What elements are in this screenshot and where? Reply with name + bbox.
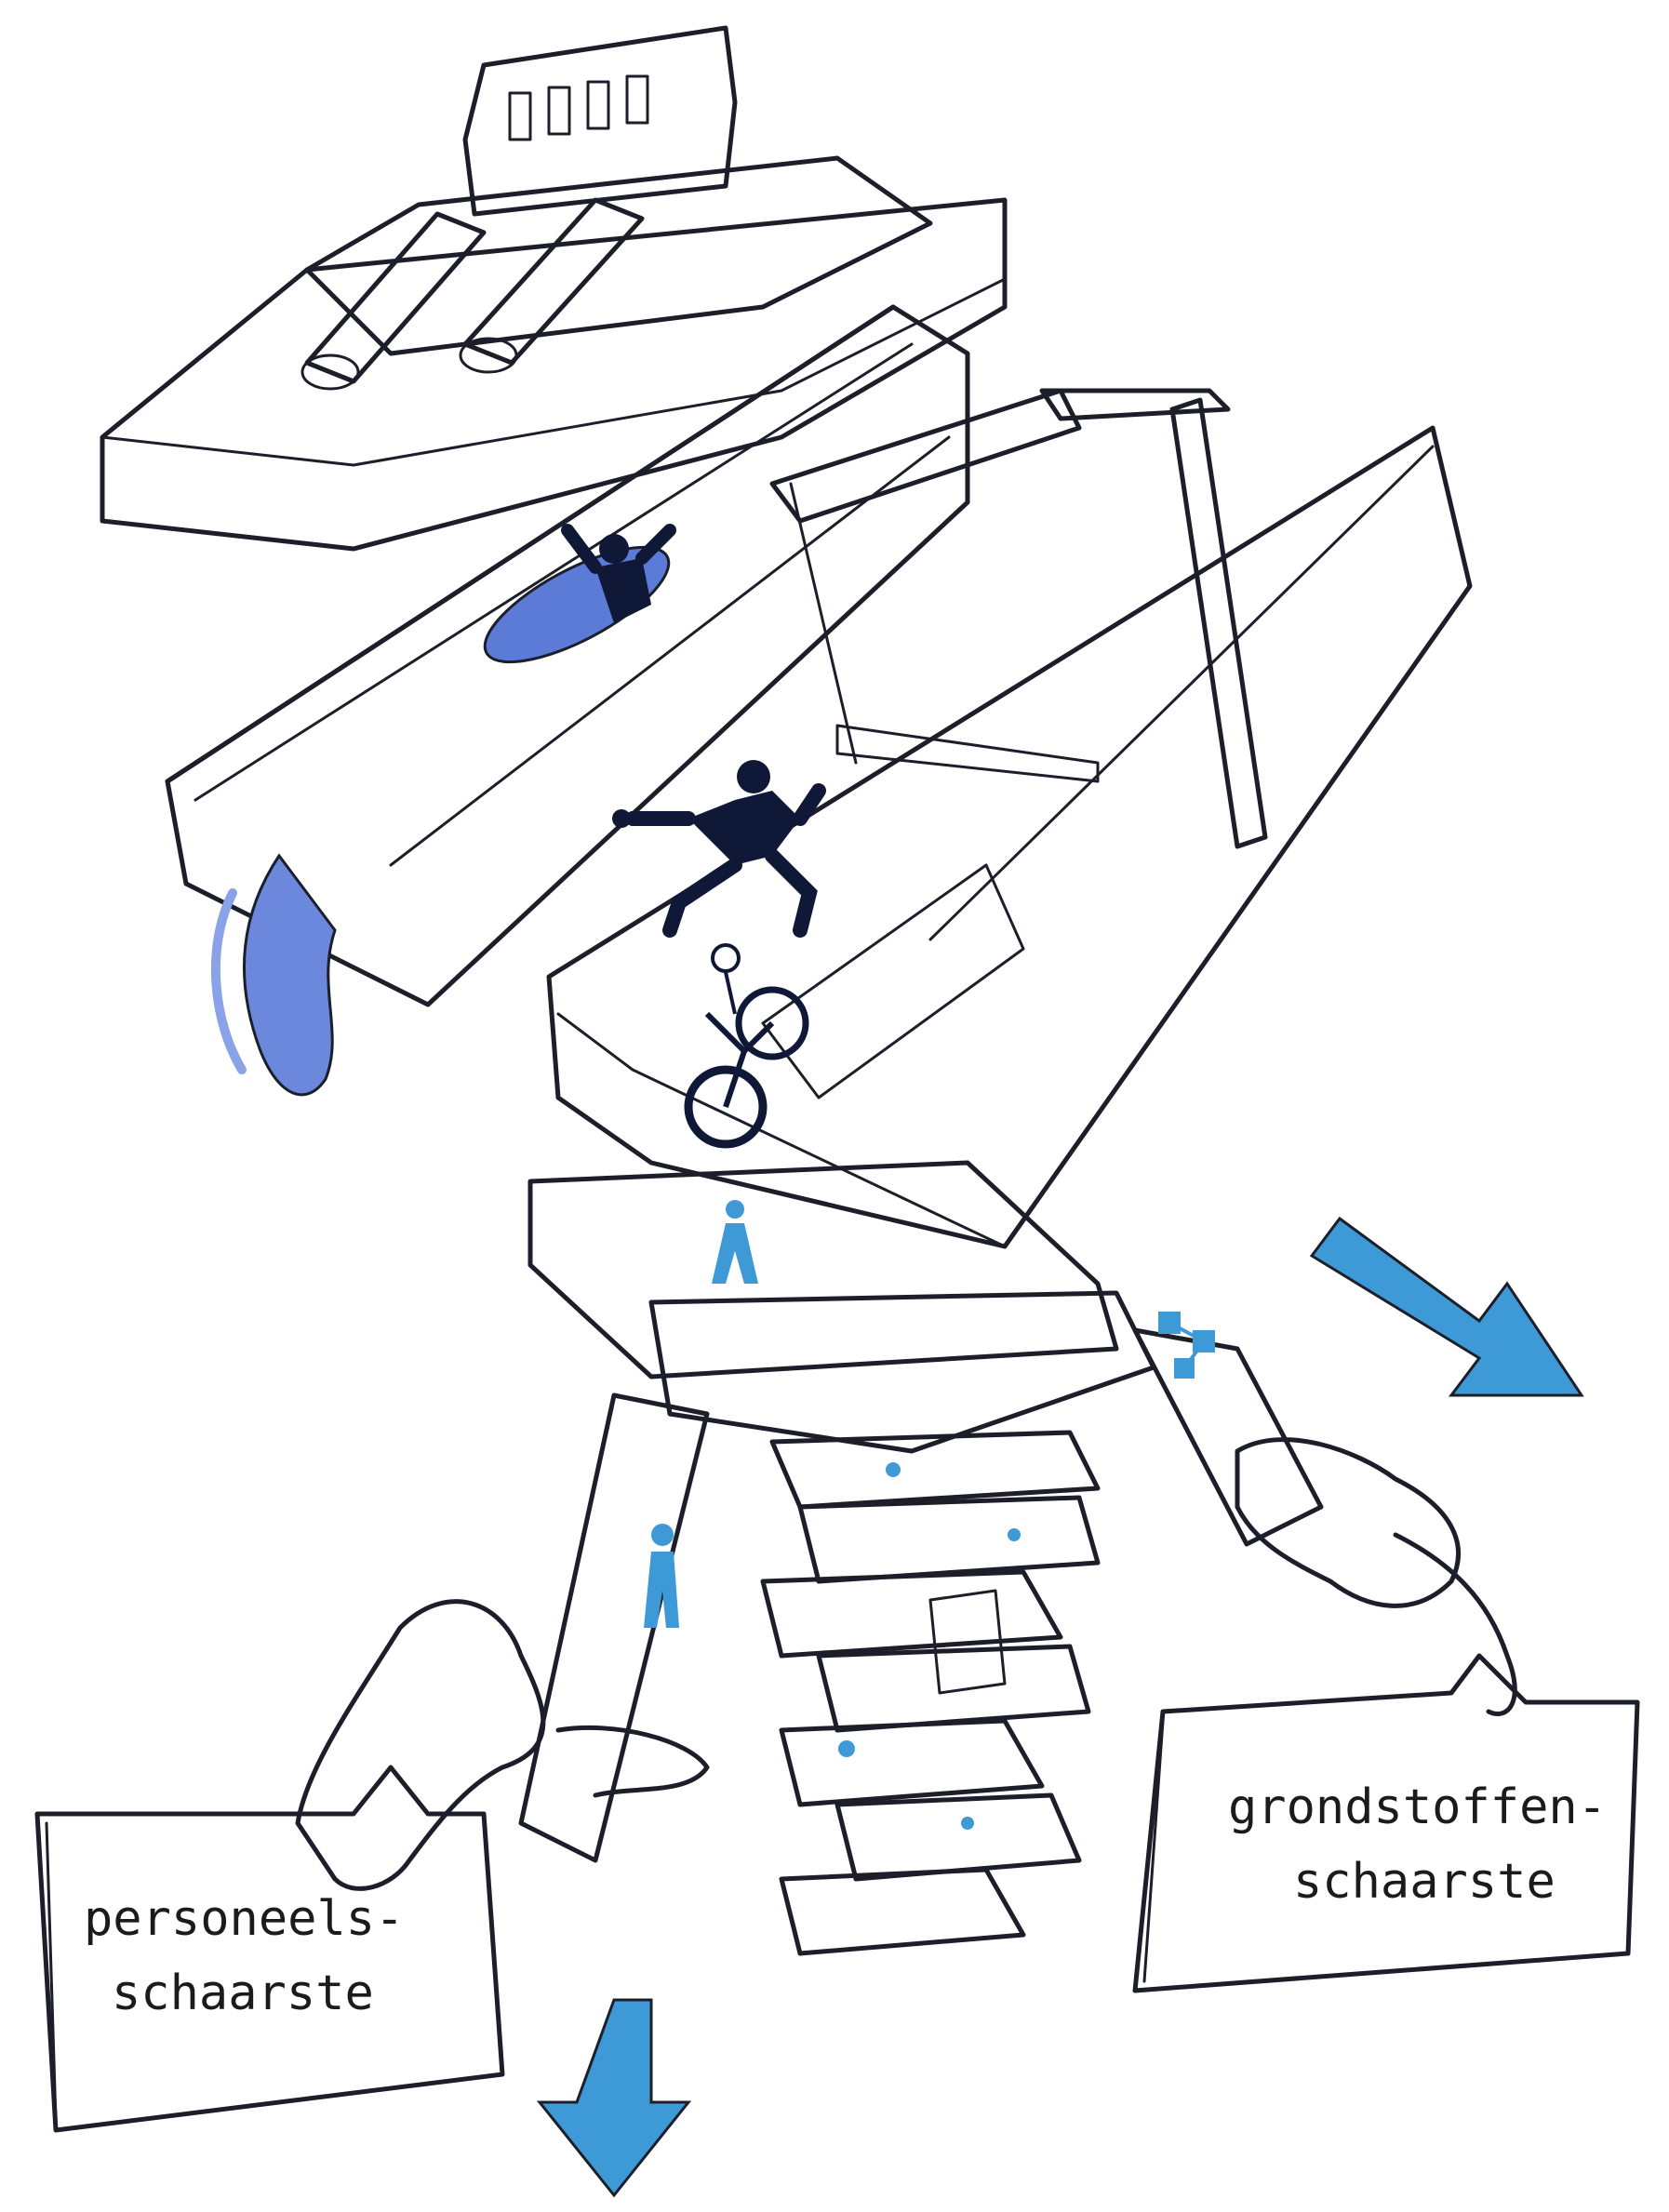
- left-sign-line-2: schaarste: [112, 1965, 374, 2021]
- right-sign-line-2: schaarste: [1293, 1854, 1556, 1910]
- arrow-down-icon: [540, 2000, 688, 2195]
- chain-nodes-icon: [1158, 1312, 1215, 1379]
- right-sign: grondstoffen- schaarste: [1135, 1656, 1637, 1991]
- blue-lock-block: [167, 307, 968, 1095]
- right-hand: [1237, 1440, 1515, 1714]
- arrow-down-right-icon: [1312, 1219, 1582, 1395]
- left-sign: personeels- schaarste: [37, 1767, 502, 2130]
- tower-windows: [510, 76, 648, 140]
- right-sign-line-1: grondstoffen-: [1228, 1779, 1607, 1835]
- person-icon: [712, 1200, 758, 1284]
- bicycle-icon: [688, 945, 806, 1144]
- left-hand: [298, 1602, 707, 1889]
- purple-lock-block: [102, 28, 1005, 549]
- left-sign-line-1: personeels-: [84, 1891, 404, 1947]
- jumping-figure: [612, 760, 819, 930]
- jenga-tower: [521, 1163, 1321, 1953]
